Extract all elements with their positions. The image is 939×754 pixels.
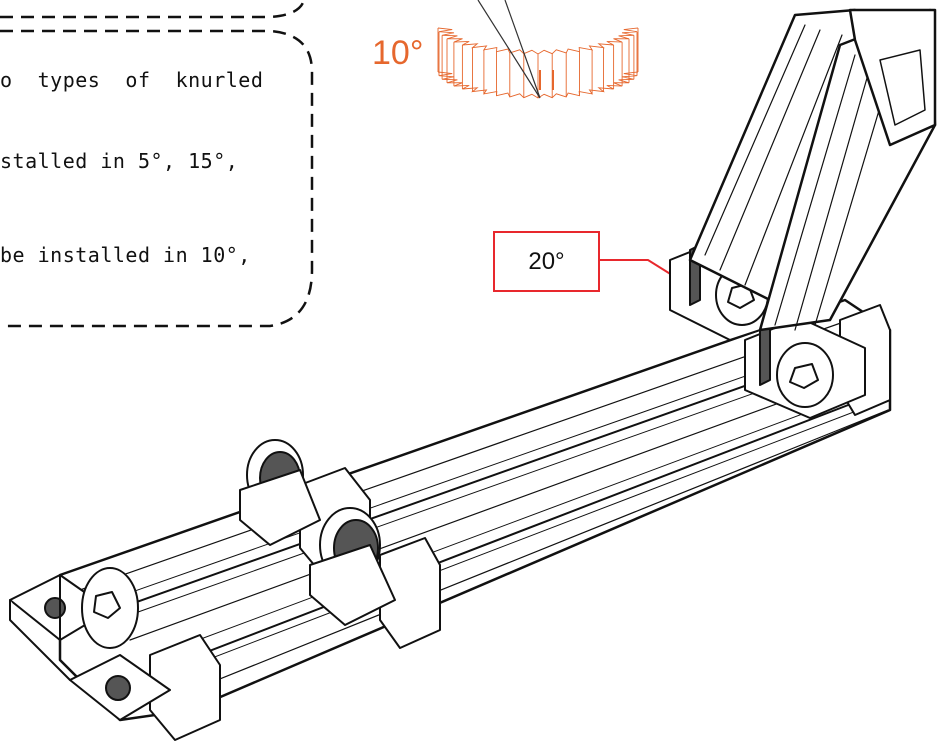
knurl-ring-edge: [437, 27, 639, 55]
upright-frame: [688, 8, 937, 332]
note-line-3: be installed in 10°,: [0, 243, 251, 267]
knurl-angle-label: 10°: [372, 34, 424, 72]
knurled-knobs: [81, 439, 396, 649]
angle-callout-box: 20°: [493, 231, 600, 292]
base-rail: [58, 298, 892, 722]
note-line-1: o types of knurled: [0, 68, 264, 92]
knurl-marks: [539, 70, 554, 90]
note-line-2: stalled in 5°, 15°,: [0, 149, 239, 173]
knurl-pointer-line: [477, 0, 541, 99]
angle-callout-label: 20°: [528, 247, 565, 275]
knurl-ring-edge: [437, 71, 639, 99]
knurled-ring-teeth: [437, 27, 639, 99]
